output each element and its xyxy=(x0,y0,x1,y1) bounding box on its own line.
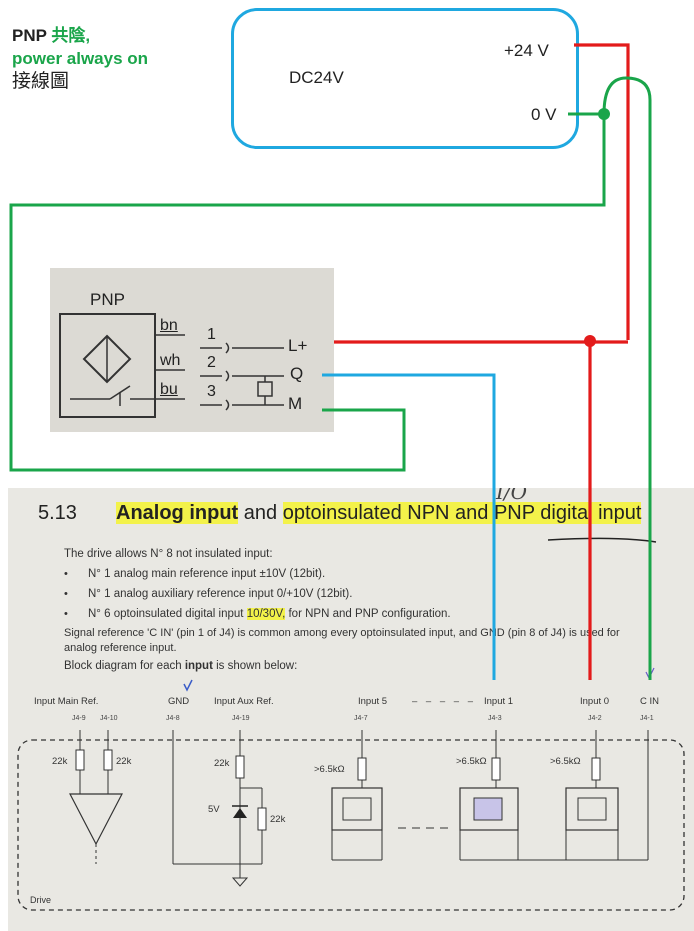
pin-j4-9: J4-9 xyxy=(72,715,86,722)
resistor-6k5-input0: >6.5kΩ xyxy=(550,756,581,767)
resistor-6k5-input1: >6.5kΩ xyxy=(456,756,487,767)
pin-j4-19: J4-19 xyxy=(232,715,250,722)
manual-diagram-drawing xyxy=(17,537,685,911)
block-line-bold: input xyxy=(184,660,213,672)
col-input-5: Input 5 xyxy=(358,696,388,707)
header-power-note: power always on xyxy=(12,49,149,68)
resistor-6k5-input5: >6.5kΩ xyxy=(314,764,345,775)
psu-name: DC24V xyxy=(289,68,344,87)
pin-j4-2: J4-2 xyxy=(588,715,602,722)
col-input-0: Input 0 xyxy=(580,696,610,707)
intro-text: The drive allows N° 8 not insulated inpu… xyxy=(64,548,273,560)
sensor-terminal-l-plus: L+ xyxy=(288,336,308,355)
pin-j4-3: J4-3 xyxy=(488,715,502,722)
red-junction-dot xyxy=(584,335,596,347)
header-common-anode: 共陰, xyxy=(51,26,91,45)
pin-j4-10: J4-10 xyxy=(100,715,118,722)
col-input-aux-ref: Input Aux Ref. xyxy=(214,696,274,707)
green-junction-dot xyxy=(598,108,610,120)
pin-j4-8: J4-8 xyxy=(166,715,180,722)
bullet-1: N° 1 analog main reference input ±10V (1… xyxy=(88,568,326,580)
bullet-3-pre: N° 6 optoinsulated digital input xyxy=(88,608,247,620)
title-analog-input: Analog input xyxy=(116,502,239,524)
zener-5v-label: 5V xyxy=(208,804,220,815)
col-dashes: – – – – – xyxy=(412,696,476,707)
bullet-3-post: for NPN and PNP configuration. xyxy=(285,608,451,620)
resistor-22k-a: 22k xyxy=(52,756,68,767)
sensor-wire-bn: bn xyxy=(160,317,178,334)
header-wiring-title: 接線圖 xyxy=(12,71,70,92)
bullet-2: N° 1 analog auxiliary reference input 0/… xyxy=(88,588,353,600)
section-number: 5.13 xyxy=(38,502,77,524)
col-c-in: C IN xyxy=(640,696,659,707)
red-wire-24v-down xyxy=(574,43,630,340)
sensor-title: PNP xyxy=(90,290,125,309)
block-line-post: is shown below: xyxy=(212,660,298,672)
sensor-terminal-m: M xyxy=(288,394,303,413)
sensor-pin-2: 2 xyxy=(207,354,216,371)
bullet-dot-2: • xyxy=(64,588,68,600)
header-note: PNP 共陰, power always on 接線圖 xyxy=(12,24,148,93)
signal-reference-line1: Signal reference 'C IN' (pin 1 of J4) is… xyxy=(64,627,620,639)
block-line-pre: Block diagram for each xyxy=(64,660,185,672)
sensor-label-photo: PNP bn wh bu 1 2 3 L+ Q M xyxy=(50,268,334,432)
title-and: and xyxy=(243,502,278,524)
pin-j4-1: J4-1 xyxy=(640,715,654,722)
sensor-pin-3: 3 xyxy=(207,383,216,400)
amplifier-triangle xyxy=(69,793,123,846)
bullet-3-highlight: 10/30V, xyxy=(246,608,286,620)
psu-plus-label: +24 V xyxy=(504,41,549,60)
col-gnd: GND xyxy=(168,696,190,707)
resistor-22k-c: 22k xyxy=(214,758,230,769)
header-pnp: PNP xyxy=(12,26,47,45)
handwritten-io-note: I/O xyxy=(496,488,528,504)
psu-zero-label: 0 V xyxy=(531,105,557,124)
sensor-wire-bu: bu xyxy=(160,381,178,398)
signal-reference-line2: analog reference input. xyxy=(64,642,177,654)
sensor-terminal-q: Q xyxy=(290,364,304,383)
manual-page-photo: 5.13 Analog input and optoinsulated NPN … xyxy=(8,488,694,931)
pin-j4-7: J4-7 xyxy=(354,715,368,722)
sensor-wire-wh: wh xyxy=(160,352,181,369)
bullet-3: N° 6 optoinsulated digital input 10/30V,… xyxy=(88,608,451,620)
bullet-dot-1: • xyxy=(64,568,68,580)
col-input-main-ref: Input Main Ref. xyxy=(34,696,99,707)
block-diagram-intro: Block diagram for each input is shown be… xyxy=(64,660,297,672)
bullet-dot-3: • xyxy=(64,608,68,620)
resistor-22k-d: 22k xyxy=(270,814,286,825)
resistor-22k-b: 22k xyxy=(116,756,132,767)
col-input-1: Input 1 xyxy=(484,696,514,707)
power-supply-box: DC24V +24 V 0 V xyxy=(231,8,579,149)
drive-label: Drive xyxy=(30,895,52,905)
sensor-pin-1: 1 xyxy=(207,326,216,343)
drive-dashed-box xyxy=(17,739,685,911)
